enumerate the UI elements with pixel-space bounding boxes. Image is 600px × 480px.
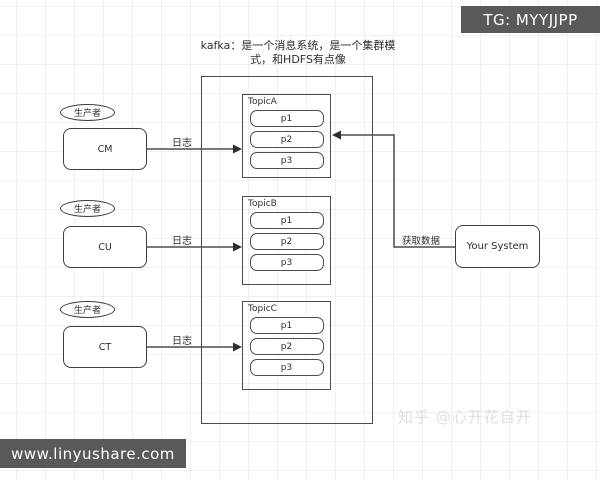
topic-a-partitions: p1 p2 p3 bbox=[243, 110, 330, 169]
producer-cm-box: CM bbox=[63, 128, 147, 170]
partition: p2 bbox=[249, 338, 324, 355]
partition: p3 bbox=[249, 254, 324, 271]
producer-ct-box: CT bbox=[63, 326, 147, 368]
producer-role-badge: 生产者 bbox=[60, 104, 115, 121]
topic-c-label: TopicC bbox=[248, 304, 277, 314]
edge-label-log-2: 日志 bbox=[172, 236, 192, 247]
topic-a-box: TopicA p1 p2 p3 bbox=[242, 94, 331, 178]
diagram-title-line2: 式，和HDFS有点像 bbox=[250, 53, 346, 66]
partition: p1 bbox=[249, 110, 324, 127]
telegram-banner: TG: MYYJJPP bbox=[461, 6, 600, 33]
partition: p1 bbox=[249, 317, 324, 334]
edge-label-fetch-data: 获取数据 bbox=[402, 236, 441, 247]
topic-b-label: TopicB bbox=[248, 199, 277, 209]
topic-a-label: TopicA bbox=[248, 97, 277, 107]
zhihu-watermark: 知乎 @心开花自开 bbox=[398, 408, 532, 426]
kafka-cluster-box bbox=[201, 76, 373, 424]
producer-cu-box: CU bbox=[63, 226, 147, 268]
website-banner: www.linyushare.com bbox=[0, 439, 186, 468]
diagram-title-line1: kafka：是一个消息系统，是一个集群模 bbox=[200, 39, 396, 52]
edge-label-log-3: 日志 bbox=[172, 336, 192, 347]
topic-c-box: TopicC p1 p2 p3 bbox=[242, 301, 331, 390]
diagram-title: kafka：是一个消息系统，是一个集群模 式，和HDFS有点像 bbox=[178, 39, 418, 67]
your-system-box: Your System bbox=[455, 225, 540, 268]
producer-role-badge: 生产者 bbox=[60, 200, 115, 217]
topic-c-partitions: p1 p2 p3 bbox=[243, 317, 330, 376]
partition: p3 bbox=[249, 152, 324, 169]
partition: p2 bbox=[249, 131, 324, 148]
partition: p3 bbox=[249, 359, 324, 376]
edge-label-log-1: 日志 bbox=[172, 138, 192, 149]
topic-b-box: TopicB p1 p2 p3 bbox=[242, 196, 331, 285]
topic-b-partitions: p1 p2 p3 bbox=[243, 212, 330, 271]
producer-role-badge: 生产者 bbox=[60, 301, 115, 318]
partition: p2 bbox=[249, 233, 324, 250]
partition: p1 bbox=[249, 212, 324, 229]
